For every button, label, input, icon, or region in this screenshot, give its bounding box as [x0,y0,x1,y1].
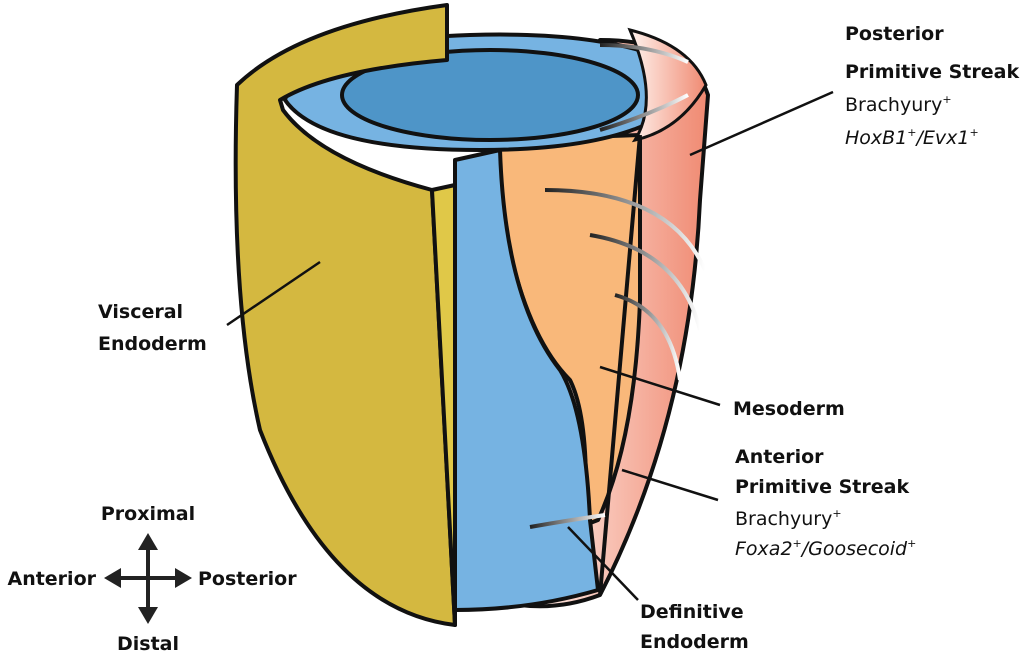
svg-text:HoxB1+/Evx1+: HoxB1+/Evx1+ [845,126,979,149]
posterior-marker-2a: HoxB1 [845,127,907,149]
arrow-3 [614,293,682,381]
leader-visceral [226,260,321,327]
migration-arrows [529,43,707,529]
visceral-label-2: Endoderm [98,333,207,355]
mesoderm-label: Mesoderm [733,398,845,420]
leader-anterior [621,468,719,502]
definitive-label-1: Definitive [640,601,744,623]
visceral-endoderm-edge [430,183,457,627]
axis-anterior: Anterior [7,568,96,590]
arrow-rim-1 [599,43,689,64]
svg-text:Brachyury+: Brachyury+ [845,93,952,116]
axis-posterior: Posterior [198,568,297,590]
leader-definitive [567,526,639,601]
leader-posterior [689,90,834,157]
posterior-ps-title-1: Posterior [845,23,944,45]
orientation-compass-icon [104,533,192,624]
posterior-marker-1: Brachyury [845,94,942,116]
visceral-label-1: Visceral [98,301,183,323]
svg-text:Foxa2+/Goosecoid+: Foxa2+/Goosecoid+ [735,537,916,560]
anterior-marker-2a: Foxa2 [735,538,793,560]
definitive-label-2: Endoderm [640,631,749,653]
anterior-ps-title-2: Primitive Streak [735,476,909,498]
svg-text:Brachyury+: Brachyury+ [735,507,842,530]
axis-distal: Distal [117,633,179,655]
axis-proximal: Proximal [101,503,195,525]
arrow-rim-2 [599,93,689,132]
epiblast-wall [453,148,600,612]
visceral-endoderm-wall [233,3,457,627]
arrow-4 [529,513,606,529]
anterior-ps-title-1: Anterior [735,446,824,468]
leader-mesoderm [599,365,721,407]
arrow-1 [544,188,707,271]
posterior-ps-title-2: Primitive Streak [845,61,1019,83]
arrow-2 [589,233,702,331]
anterior-marker-1: Brachyury [735,508,832,530]
amniotic-cavity [340,48,640,142]
